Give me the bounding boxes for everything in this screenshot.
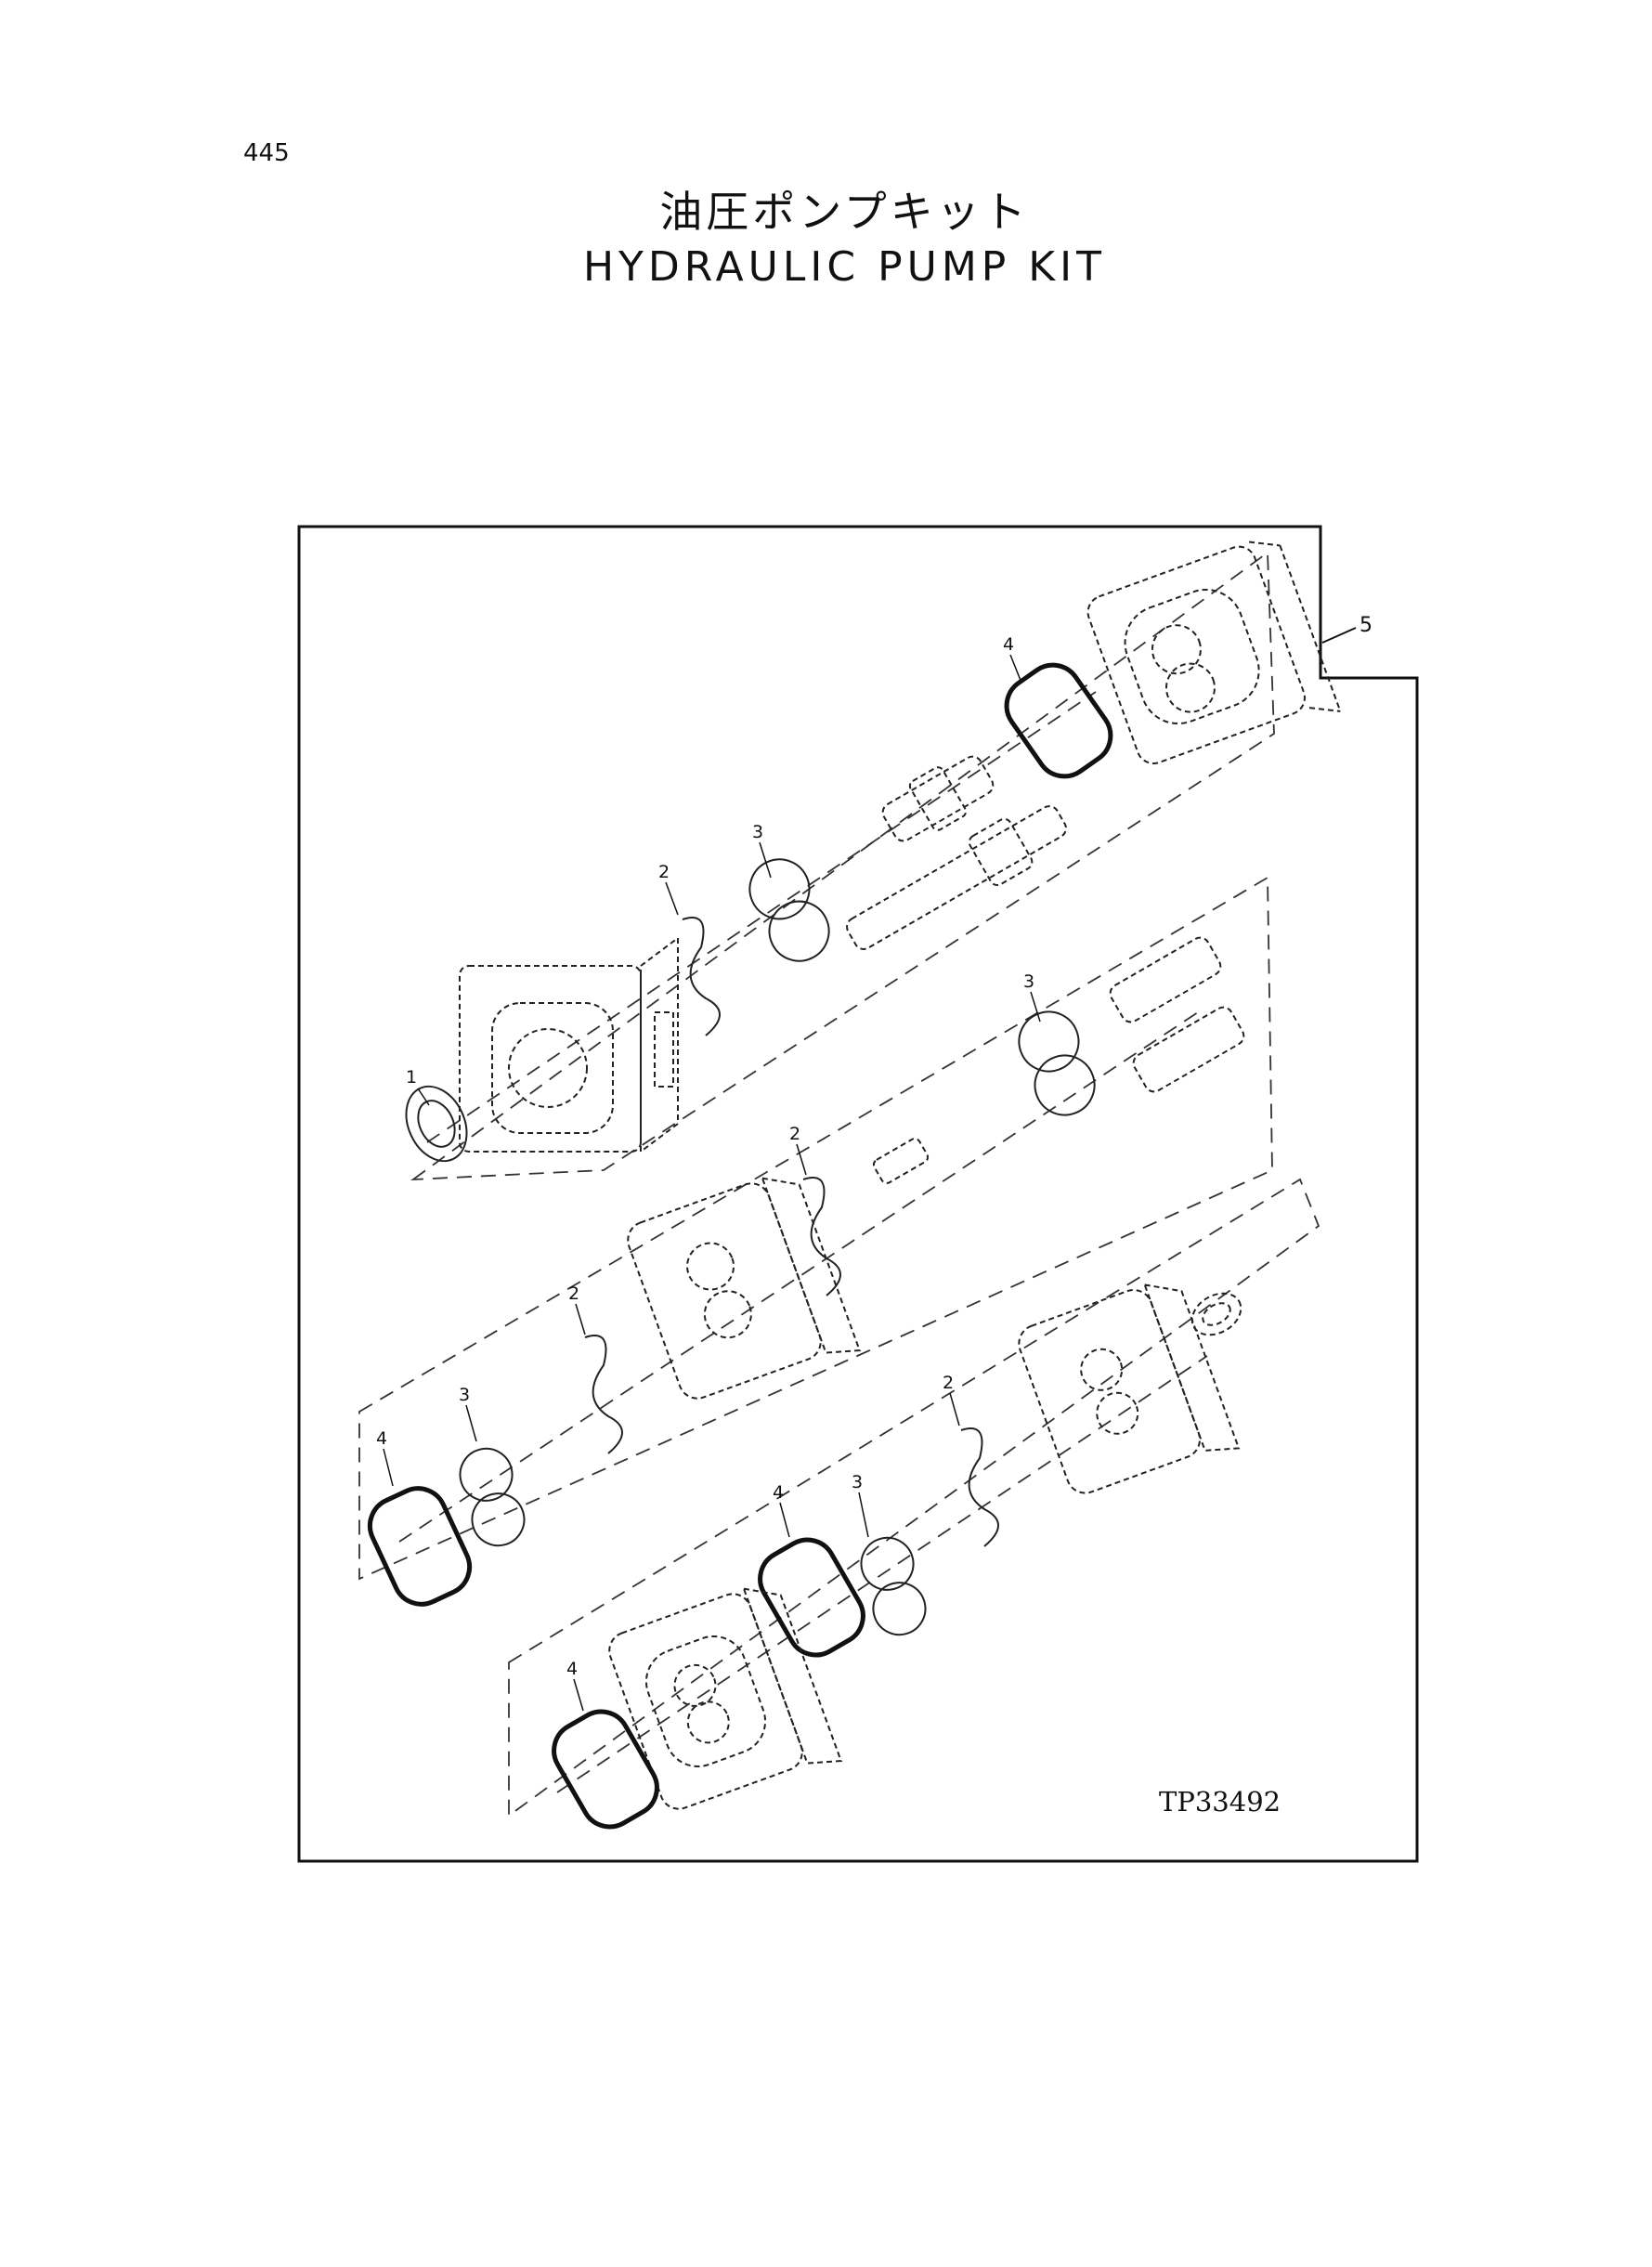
leader-line-4c <box>779 1502 790 1538</box>
leader-line-2d <box>949 1392 960 1427</box>
o-ring-middle-left <box>367 1486 473 1607</box>
wear-plate-middle <box>1018 1010 1096 1116</box>
callout-2d: 2 <box>943 1373 954 1393</box>
title-block: 油圧ポンプキット HYDRAULIC PUMP KIT <box>0 178 1652 291</box>
leader-line-1 <box>417 1088 430 1106</box>
callout-3a: 3 <box>752 822 763 842</box>
title-japanese: 油圧ポンプキット <box>659 187 1030 237</box>
seal-middle-left <box>584 1335 623 1454</box>
callout-1: 1 <box>406 1067 417 1088</box>
kit-boundary-frame <box>297 525 1419 1863</box>
front-housing <box>459 936 679 1153</box>
lower-centerline <box>556 1355 1208 1793</box>
o-ring-bottom <box>552 1709 659 1830</box>
lower-housing <box>608 1587 843 1810</box>
callout-4c: 4 <box>773 1482 784 1503</box>
gear-shaft-middle-b <box>1132 1006 1245 1093</box>
seal-lower <box>960 1427 999 1547</box>
leader-line-2b <box>796 1143 807 1176</box>
leader-line-3c <box>465 1404 477 1442</box>
leader-line-3b <box>1030 991 1041 1023</box>
leader-line-4b <box>383 1448 394 1487</box>
callout-3b: 3 <box>1023 971 1034 992</box>
bearing-ring <box>1190 1292 1242 1336</box>
leader-line-4d <box>573 1678 584 1712</box>
coupling <box>872 1138 930 1184</box>
leader-line-2a <box>665 881 679 916</box>
o-ring-lower <box>758 1537 865 1658</box>
wear-plate-middle-left <box>459 1447 526 1547</box>
upper-section-enclosure <box>410 551 1275 1181</box>
lower-section-enclosure <box>508 1178 1320 1818</box>
callout-3d: 3 <box>852 1472 863 1492</box>
callout-3c: 3 <box>459 1385 470 1405</box>
wear-plate-lower <box>860 1536 927 1636</box>
callout-2a: 2 <box>658 862 670 882</box>
rear-housing-upper <box>1086 541 1342 764</box>
callout-4b: 4 <box>376 1428 387 1449</box>
middle-centerline <box>398 1011 1199 1543</box>
page-number: 445 <box>243 139 290 167</box>
leader-line-3a <box>759 841 772 879</box>
seal-middle <box>802 1177 841 1296</box>
leader-line-5 <box>1321 627 1357 644</box>
leader-line-3d <box>858 1492 869 1538</box>
callout-2c: 2 <box>568 1283 579 1304</box>
callout-5: 5 <box>1359 614 1372 637</box>
gear-shaft-upper-b <box>846 805 1067 950</box>
o-ring-upper <box>1004 662 1113 779</box>
gear-shaft-middle-a <box>1109 936 1222 1023</box>
upper-centerline <box>426 691 1097 1143</box>
leader-line-4a <box>1009 654 1022 684</box>
callout-2b: 2 <box>789 1124 800 1144</box>
wear-plate-upper <box>748 858 830 962</box>
callout-4d: 4 <box>566 1659 578 1679</box>
leader-line-2c <box>575 1303 586 1335</box>
title-english: HYDRAULIC PUMP KIT <box>582 243 1107 291</box>
seal-upper <box>682 917 721 1036</box>
lower-rear-body <box>1018 1283 1241 1494</box>
middle-section-enclosure <box>358 876 1273 1581</box>
callout-4a: 4 <box>1003 634 1014 655</box>
shaft-seal <box>405 1085 468 1163</box>
figure-code: TP33492 <box>1159 1786 1281 1818</box>
middle-section-body <box>627 1177 862 1400</box>
